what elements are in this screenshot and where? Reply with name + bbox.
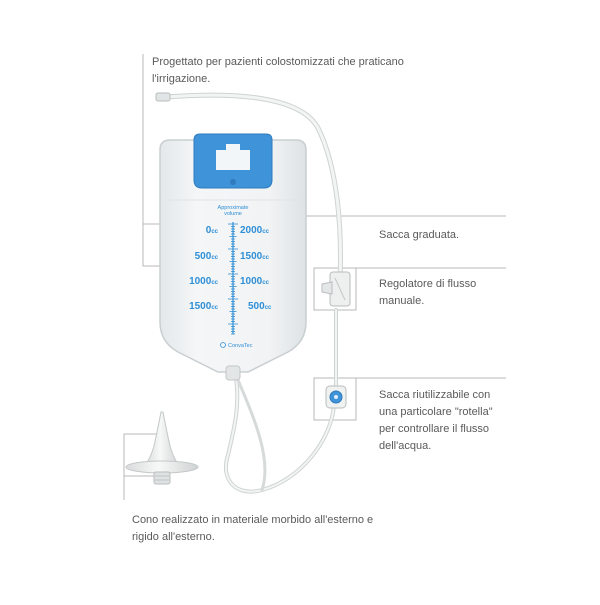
tube-end-connector xyxy=(155,92,171,102)
scale-right-label: 2000cc xyxy=(240,225,270,236)
tubing xyxy=(163,92,343,494)
flow-wheel xyxy=(325,385,347,409)
brand-logo: ConvaTec xyxy=(228,343,253,349)
flow-regulator xyxy=(321,271,351,307)
caption-flow-regulator: Regolatore di flusso manuale. xyxy=(379,278,477,307)
scale-header-line1: Approximate xyxy=(218,205,249,211)
caption-design: Progettato per pazienti colostomizzati c… xyxy=(152,56,404,85)
irrigation-cone xyxy=(125,411,199,485)
bag-outlet xyxy=(225,365,241,381)
scale-right-label: 1500cc xyxy=(240,251,270,262)
bag-scale: Approximate volume 0cc 500cc 1000cc 1500… xyxy=(189,205,272,349)
scale-right-label: 1000cc xyxy=(240,276,270,287)
caption-graduated-bag: Sacca graduata. xyxy=(379,229,460,241)
caption-reusable-bag: Sacca riutilizzabile con una particolare… xyxy=(379,389,493,452)
scale-left-label: 1500cc xyxy=(189,301,219,312)
scale-right-label: 500cc xyxy=(248,301,272,312)
scale-header-line2: volume xyxy=(224,211,242,217)
scale-left-label: 0cc xyxy=(206,225,219,236)
scale-left-label: 500cc xyxy=(195,251,219,262)
scale-left-label: 1000cc xyxy=(189,276,219,287)
scale-ticks xyxy=(228,223,238,335)
handle-slot xyxy=(216,144,250,170)
caption-cone: Cono realizzato in materiale morbido all… xyxy=(132,514,374,543)
